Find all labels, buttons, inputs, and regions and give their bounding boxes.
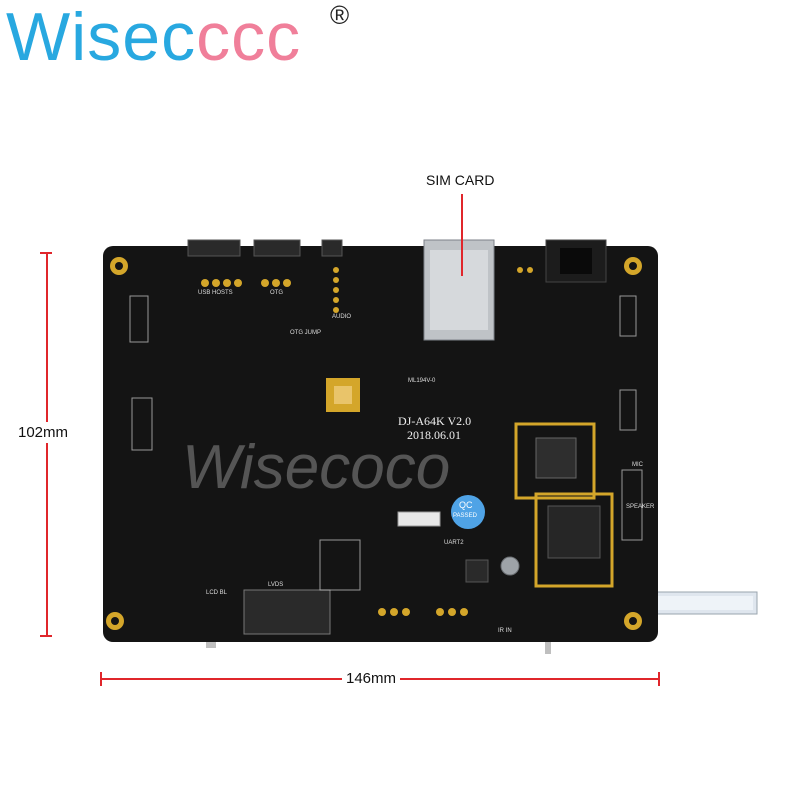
silk-ml194v: ML194V-0 bbox=[408, 378, 436, 384]
lvds-header bbox=[243, 589, 331, 635]
registered-mark: ® bbox=[330, 0, 350, 30]
gold-pin-headers bbox=[201, 267, 533, 616]
sim-card-callout-label: SIM CARD bbox=[426, 172, 495, 188]
height-dimension-tick-top bbox=[40, 252, 52, 254]
watermark-text: Wisecoco bbox=[182, 433, 451, 502]
silk-lcd-bl: LCD BL bbox=[206, 590, 228, 596]
silk-ir-in: IR IN bbox=[498, 628, 512, 634]
silk-usb-hosts: USB HOSTS bbox=[198, 290, 233, 296]
width-dimension-label: 146mm bbox=[342, 670, 401, 687]
width-dimension-tick-right bbox=[658, 672, 660, 686]
brand-logo: Wisecccc bbox=[6, 0, 301, 76]
sim-card-callout-line bbox=[461, 194, 463, 276]
pcb-board bbox=[103, 246, 658, 642]
height-dimension-line bbox=[46, 252, 48, 636]
white-connector bbox=[397, 511, 441, 527]
mounting-holes bbox=[106, 257, 642, 630]
wifi-module bbox=[534, 492, 614, 588]
width-dimension-tick-left bbox=[100, 672, 102, 686]
silk-otg: OTG bbox=[270, 290, 283, 296]
brand-logo-part2: ccc bbox=[196, 0, 302, 75]
height-dimension-label: 102mm bbox=[18, 422, 69, 443]
qc-sticker bbox=[451, 495, 485, 529]
small-ic bbox=[465, 559, 489, 583]
qc-bottom-text: PASSED bbox=[453, 513, 477, 519]
capacitor bbox=[500, 556, 520, 576]
cpu-module bbox=[514, 422, 596, 500]
audio-jack bbox=[321, 239, 343, 257]
silk-lvds: LVDS bbox=[268, 582, 284, 588]
board-date-label: 2018.06.01 bbox=[407, 428, 461, 442]
silk-audio: AUDIO bbox=[332, 314, 352, 320]
board-model-label: DJ-A64K V2.0 bbox=[398, 414, 472, 428]
usb-connector-2 bbox=[253, 239, 301, 257]
silk-speaker: SPEAKER bbox=[626, 504, 655, 510]
silk-otg-jump: OTG JUMP bbox=[290, 330, 321, 336]
silk-uart2: UART2 bbox=[444, 540, 464, 546]
usb-connector-1 bbox=[187, 239, 241, 257]
qc-top-text: QC bbox=[459, 500, 473, 510]
height-dimension-tick-bottom bbox=[40, 635, 52, 637]
silk-mic: MIC bbox=[632, 462, 643, 468]
brand-logo-part1: Wisec bbox=[6, 0, 197, 75]
